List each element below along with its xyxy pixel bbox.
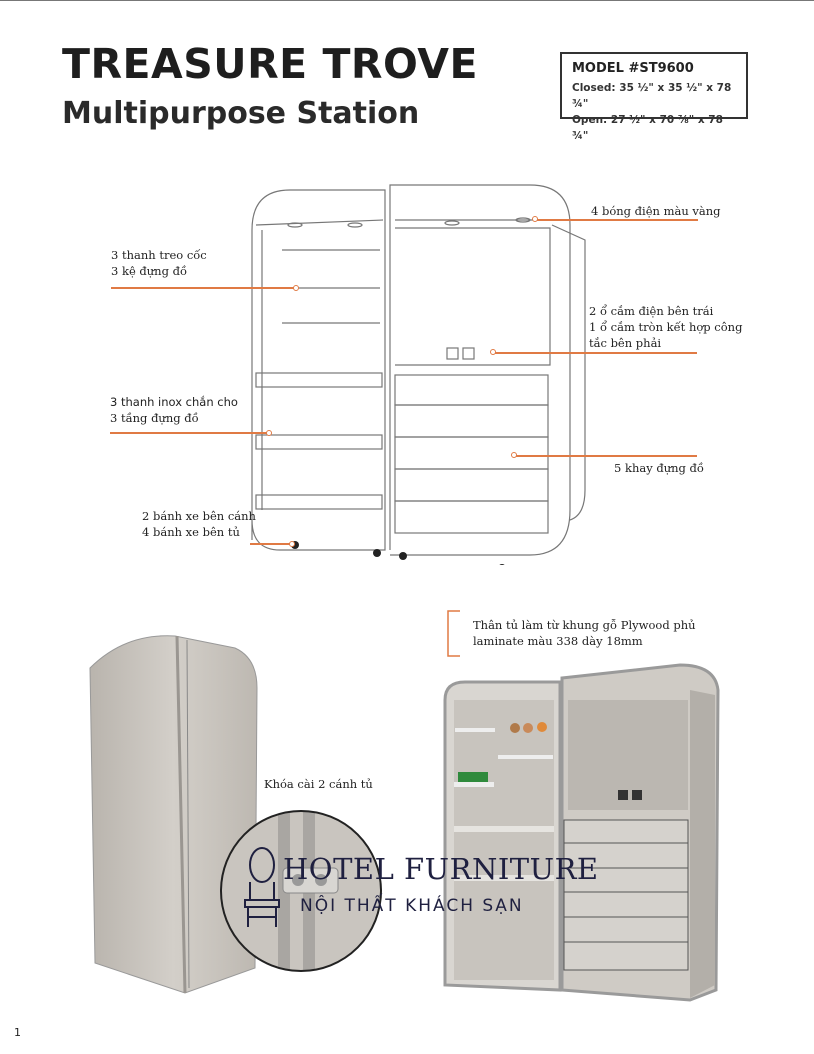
- callout-text: Thân tủ làm từ khung gỗ Plywood phủ: [473, 618, 696, 632]
- callout-line: [111, 287, 296, 289]
- callout-dot: [289, 541, 295, 547]
- callout-wheels: 2 bánh xe bên cánh 4 bánh xe bên tủ: [142, 508, 256, 540]
- callout-sockets: 2 ổ cắm điện bên trái 1 ổ cắm tròn kết h…: [589, 303, 742, 351]
- closed-cabinet-photo: [89, 635, 258, 994]
- callout-dot: [490, 349, 496, 355]
- callout-dot: [293, 285, 299, 291]
- callout-text: 3 thanh inox chắn cho: [110, 395, 238, 409]
- callout-dot: [511, 452, 517, 458]
- callout-line: [515, 455, 697, 457]
- model-box: MODEL #ST9600 Closed: 35 ½" x 35 ½" x 78…: [560, 52, 748, 142]
- callout-dot: [266, 430, 272, 436]
- page-subtitle: Multipurpose Station: [62, 96, 420, 131]
- page-title: TREASURE TROVE: [62, 40, 478, 88]
- callout-inox-bars: 3 thanh inox chắn cho 3 tầng đựng đồ: [110, 394, 238, 426]
- callout-text: laminate màu 338 dày 18mm: [473, 634, 643, 648]
- watermark-subtitle: NỘI THẤT KHÁCH SẠN: [300, 896, 524, 916]
- open-cabinet-photo: [443, 663, 720, 1002]
- callout-line: [536, 219, 698, 221]
- callout-text: 1 ổ cắm tròn kết hợp công: [589, 320, 743, 334]
- chair-logo-icon: [244, 847, 280, 927]
- open-dimensions: Open: 27 ½" x 70 ⅞" x 78 ¾": [572, 114, 723, 142]
- callout-text: 3 tầng đựng đồ: [110, 411, 199, 425]
- callout-lock: Khóa cài 2 cánh tủ: [264, 777, 373, 791]
- callout-lights: 4 bóng điện màu vàng: [591, 204, 721, 218]
- callout-text: 3 kệ đựng đồ: [111, 264, 187, 278]
- callout-dot: [532, 216, 538, 222]
- callout-text: 2 ổ cắm điện bên trái: [589, 304, 714, 318]
- callout-cup-bars: 3 thanh treo cốc 3 kệ đựng đồ: [111, 247, 207, 279]
- lock-detail-circle: [220, 810, 382, 972]
- callout-text: 2 bánh xe bên cánh: [142, 509, 256, 523]
- callout-trays: 5 khay đựng đồ: [614, 461, 704, 475]
- callout-line: [250, 543, 292, 545]
- callout-line: [494, 352, 697, 354]
- callout-line: [110, 432, 270, 434]
- callout-body: Thân tủ làm từ khung gỗ Plywood phủ lami…: [473, 617, 696, 649]
- page-border: [0, 0, 814, 1]
- watermark-title: HOTEL FURNITURE: [283, 852, 599, 886]
- page-number: 1: [14, 1026, 21, 1039]
- callout-bracket: [447, 610, 460, 657]
- cabinet-line-drawing: [251, 184, 586, 565]
- model-number: MODEL #ST9600: [572, 61, 694, 76]
- closed-dimensions: Closed: 35 ½" x 35 ½" x 78 ¾": [572, 82, 732, 110]
- callout-text: 4 bánh xe bên tủ: [142, 525, 240, 539]
- callout-text: 3 thanh treo cốc: [111, 248, 207, 262]
- callout-text: tắc bên phải: [589, 336, 662, 350]
